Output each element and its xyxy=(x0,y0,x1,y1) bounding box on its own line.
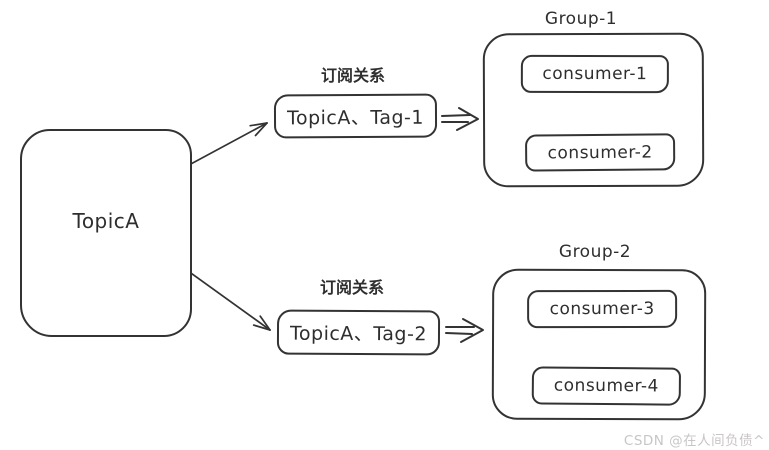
topic-node: TopicA xyxy=(20,129,192,337)
subscription-node-tag1: TopicA、Tag-1 xyxy=(273,93,438,139)
subscription-node-tag2: TopicA、Tag-2 xyxy=(276,309,441,356)
group-2-label: Group-2 xyxy=(558,242,632,262)
consumer-2-node: consumer-2 xyxy=(524,133,676,172)
topic-label: TopicA xyxy=(72,209,140,233)
consumer-1-label: consumer-1 xyxy=(542,63,648,85)
consumer-3-label: consumer-3 xyxy=(549,298,655,320)
watermark: CSDN @在人间负债^ xyxy=(623,433,765,449)
consumer-3-node: consumer-3 xyxy=(527,289,678,329)
double-arrow-tag2-to-group2-icon xyxy=(445,318,484,343)
consumer-4-node: consumer-4 xyxy=(531,366,682,406)
subscription-relation-label-1: 订阅关系 xyxy=(320,66,385,85)
subscription-tag2-label: TopicA、Tag-2 xyxy=(289,322,428,346)
group-1-label: Group-1 xyxy=(544,9,618,29)
group-1-node: consumer-1 consumer-2 xyxy=(482,32,705,188)
consumer-1-node: consumer-1 xyxy=(520,54,669,94)
consumer-4-label: consumer-4 xyxy=(553,375,659,397)
double-arrow-tag1-to-group1-icon xyxy=(441,107,479,131)
consumer-2-label: consumer-2 xyxy=(547,142,653,163)
subscription-relation-label-2: 订阅关系 xyxy=(319,278,384,297)
group-2-node: consumer-3 consumer-4 xyxy=(491,268,707,421)
subscription-tag1-label: TopicA、Tag-1 xyxy=(286,106,425,129)
